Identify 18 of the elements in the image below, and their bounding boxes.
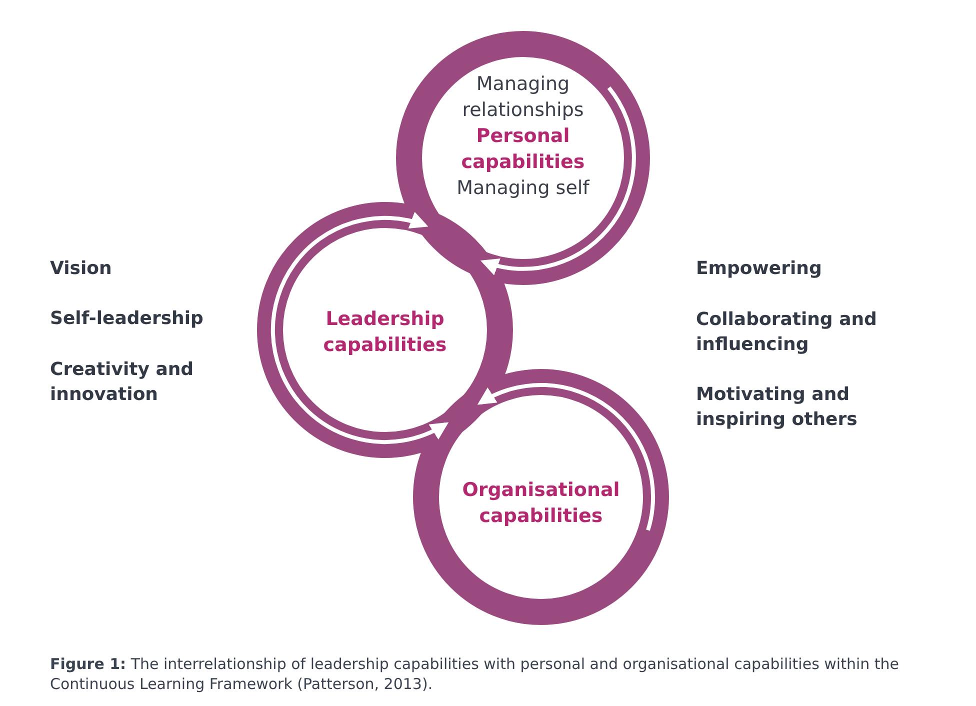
ring-text: Managing relationships [461,72,585,123]
capability-ring [396,31,650,285]
capability-ring [413,369,669,625]
capability-item: Motivating and inspiring others [696,383,858,432]
capability-item: Self-leadership [50,307,204,331]
ring-text: Managing self [456,176,590,201]
figure-caption: Figure 1: The interrelationship of leadership capabilities with personal and organisational capabilities within the Continuous Learning Framework (Patterson, 2013). [50,654,900,694]
capability-ring [257,202,513,458]
capability-item: Empowering [696,257,823,281]
capability-item: Collaborating and influencing [696,308,878,357]
capability-item: Vision [50,257,113,281]
ring-heading: Organisational capabilities [461,478,621,529]
arrow [480,86,636,275]
arrow [280,372,449,444]
arrow [477,383,655,531]
capability-item: Creativity and innovation [50,358,195,407]
ring-heading: Personal capabilities [460,124,586,175]
ring-heading: Leadership capabilities [322,307,448,358]
